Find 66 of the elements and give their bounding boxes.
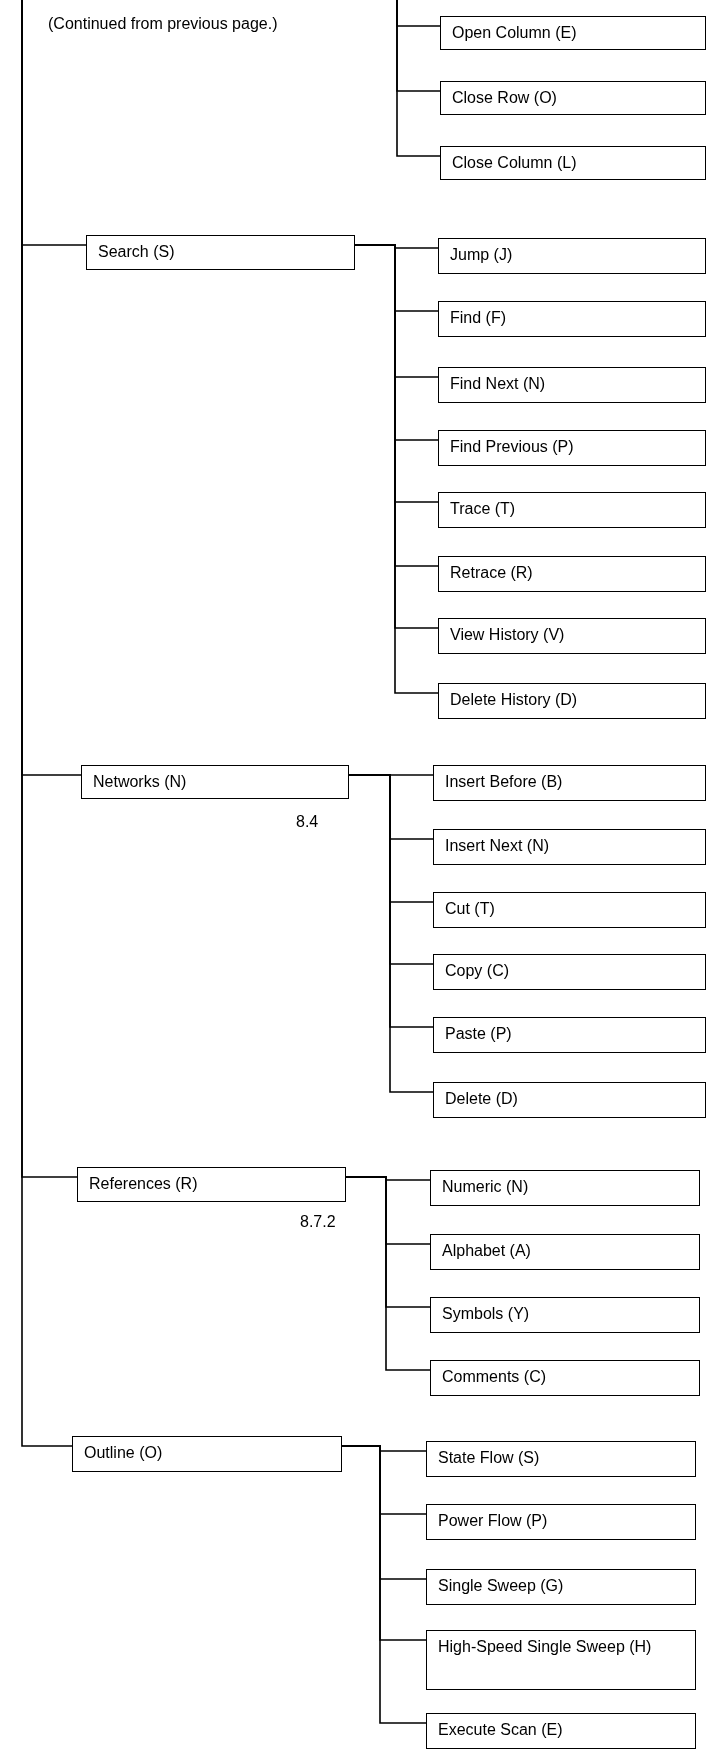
menu-item-box	[438, 430, 706, 466]
menu-item-text: Symbols (Y)	[442, 1304, 531, 1324]
menu-item-box	[433, 1082, 706, 1118]
connector-line	[396, 0, 441, 157]
menu-item-box	[438, 301, 706, 337]
menu-item-text: Search (S)	[98, 242, 176, 262]
menu-item-box	[77, 1167, 346, 1202]
menu-item-text: Outline (O)	[84, 1443, 164, 1463]
menu-item-text: Insert Next (N)	[445, 836, 550, 856]
menu-item-text: Delete History (D)	[450, 690, 579, 710]
menu-item-box	[426, 1504, 696, 1540]
menu-item-text: Cut (T)	[445, 899, 496, 919]
menu-item-text: Find Next (N)	[450, 374, 547, 394]
menu-item-text: Networks (N)	[93, 772, 188, 792]
menu-item-box	[438, 618, 706, 654]
menu-item-box	[430, 1170, 700, 1206]
menu-item-text: Retrace (R)	[450, 563, 534, 583]
menu-item-text: Single Sweep (G)	[438, 1576, 565, 1596]
connector-line	[21, 0, 73, 1447]
menu-item-box	[433, 765, 706, 801]
menu-item-text: State Flow (S)	[438, 1448, 541, 1468]
menu-item-text: Alphabet (A)	[442, 1241, 532, 1261]
menu-item-box	[438, 683, 706, 719]
menu-item-text: Execute Scan (E)	[438, 1720, 564, 1740]
menu-item-box	[426, 1569, 696, 1605]
menu-item-box	[430, 1297, 700, 1333]
menu-item-text: Find (F)	[450, 308, 507, 328]
menu-item-text: Power Flow (P)	[438, 1511, 549, 1531]
menu-item-box	[433, 1017, 706, 1053]
menu-item-box	[426, 1441, 696, 1477]
note-text: (Continued from previous page.)	[48, 14, 278, 34]
menu-item-box	[438, 556, 706, 592]
menu-item-box	[430, 1234, 700, 1270]
menu-item-text: References (R)	[89, 1174, 199, 1194]
menu-item-text: View History (V)	[450, 625, 566, 645]
menu-item-box	[440, 16, 706, 50]
menu-item-box	[430, 1360, 700, 1396]
menu-item-text: Insert Before (B)	[445, 772, 564, 792]
menu-item-text: Close Row (O)	[452, 88, 558, 108]
menu-item-text: Delete (D)	[445, 1089, 519, 1109]
menu-item-box	[433, 829, 706, 865]
menu-item-text: Trace (T)	[450, 499, 517, 519]
menu-item-text: Numeric (N)	[442, 1177, 530, 1197]
connector-line	[345, 1176, 431, 1371]
menu-item-text: Find Previous (P)	[450, 437, 575, 457]
section-reference: 8.7.2	[300, 1212, 336, 1232]
menu-item-text: Open Column (E)	[452, 23, 578, 43]
menu-item-box	[426, 1630, 696, 1690]
menu-item-box	[438, 367, 706, 403]
menu-item-box	[81, 765, 349, 799]
menu-item-text: Copy (C)	[445, 961, 510, 981]
menu-item-text: Comments (C)	[442, 1367, 547, 1387]
menu-item-box	[438, 238, 706, 274]
menu-item-text: Paste (P)	[445, 1024, 513, 1044]
section-reference: 8.4	[296, 812, 319, 832]
menu-item-text: Jump (J)	[450, 245, 514, 265]
menu-item-text: Close Column (L)	[452, 153, 578, 173]
menu-item-box	[440, 146, 706, 180]
menu-item-box	[426, 1713, 696, 1749]
menu-item-box	[72, 1436, 342, 1472]
menu-item-box	[433, 892, 706, 928]
menu-item-box	[86, 235, 355, 270]
menu-item-text: High-Speed Single Sweep (H)	[438, 1637, 653, 1657]
menu-item-box	[440, 81, 706, 115]
menu-item-box	[433, 954, 706, 990]
menu-item-box	[438, 492, 706, 528]
